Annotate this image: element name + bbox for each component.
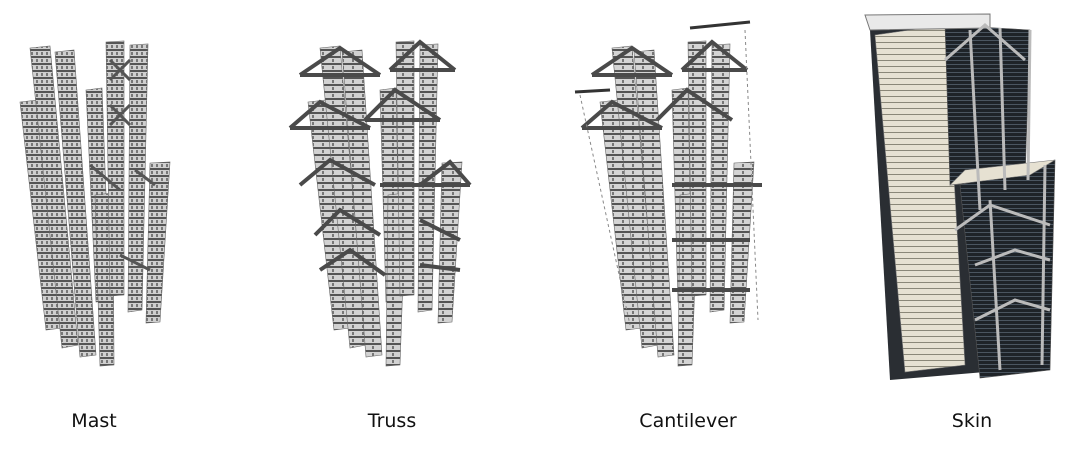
truss-members xyxy=(288,39,472,277)
skin-structure xyxy=(944,23,1051,371)
skin-tower xyxy=(864,13,1056,380)
panel-label-cantilever: Cantilever xyxy=(639,410,737,432)
cantilever-illustration xyxy=(574,20,762,367)
mast-illustration xyxy=(19,40,171,367)
mast-braces xyxy=(89,58,156,272)
panel-mast: Mast xyxy=(0,0,270,455)
panel-cantilever: Cantilever xyxy=(560,0,830,455)
cantilever-columns xyxy=(599,40,755,367)
panel-label-skin: Skin xyxy=(951,410,993,432)
panel-label-mast: Mast xyxy=(71,410,117,432)
hanger-rods xyxy=(579,29,759,326)
panel-truss: Truss xyxy=(270,0,540,455)
truss-columns xyxy=(307,40,463,367)
truss-illustration xyxy=(288,39,472,367)
panel-skin: Skin xyxy=(850,0,1080,455)
cantilever-arms xyxy=(574,20,751,94)
cantilever-trusses xyxy=(580,39,762,292)
panel-label-truss: Truss xyxy=(367,410,417,432)
mast-columns xyxy=(19,40,171,367)
skin-illustration xyxy=(864,13,1056,380)
